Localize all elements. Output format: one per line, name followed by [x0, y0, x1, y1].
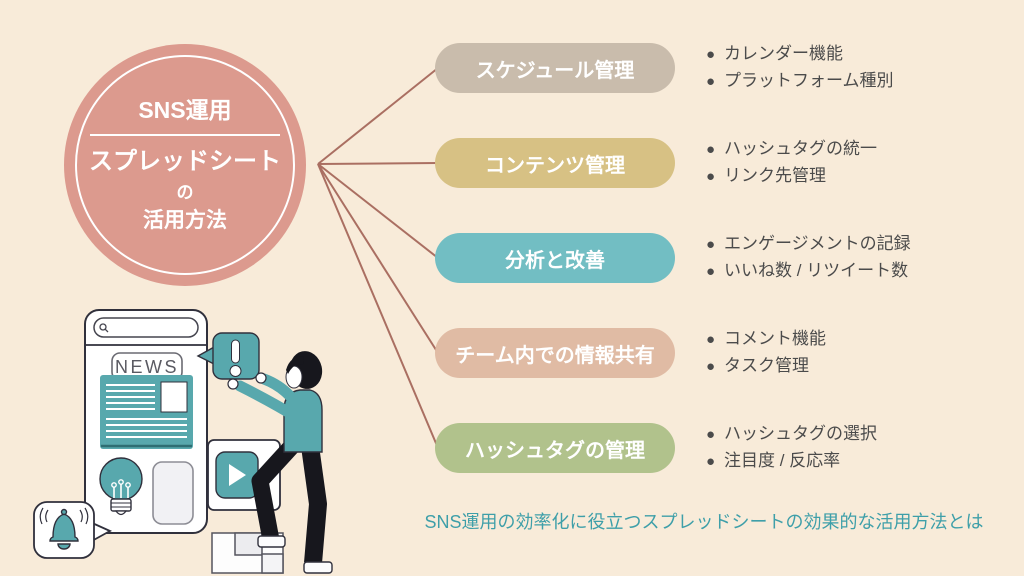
person-arm: [234, 380, 304, 424]
smartphone-illustration: NEWS: [33, 309, 333, 574]
person-hand: [255, 372, 267, 384]
bullet-icon: ●: [706, 263, 716, 280]
search-icon: [99, 323, 109, 333]
circle-subtitle2: 活用方法: [143, 209, 227, 233]
list-item: ●コメント機能: [706, 326, 1016, 353]
play-icon: [229, 464, 246, 486]
list-item: ●ハッシュタグの選択: [706, 421, 1016, 448]
bullet-group-analysis: ●エンゲージメントの記録 ●いいね数 / リツイート数: [706, 232, 1016, 284]
connector-line: [317, 67, 439, 165]
search-bar: [93, 317, 199, 338]
news-label: NEWS: [115, 357, 179, 377]
pill-hashtag-management: ハッシュタグの管理: [435, 423, 675, 473]
list-item: ●タスク管理: [706, 353, 1016, 380]
bullet-icon: ●: [706, 426, 716, 443]
news-card: [100, 375, 193, 449]
image-placeholder: [160, 381, 188, 413]
person-head: [285, 351, 323, 389]
person-hand: [227, 378, 239, 390]
person-arm: [258, 373, 308, 418]
bullet-icon: ●: [706, 358, 716, 375]
bullet-group-schedule: ●カレンダー機能 ●プラットフォーム種別: [706, 42, 1016, 94]
connector-line: [317, 163, 439, 354]
pill-team-info-sharing: チーム内での情報共有: [435, 328, 675, 378]
list-item: ●注目度 / 反応率: [706, 448, 1016, 475]
list-item: ●プラットフォーム種別: [706, 68, 1016, 95]
circle-subtitle: スプレッドシート: [89, 148, 281, 176]
person-shoe: [303, 561, 333, 574]
text-lines: [106, 384, 187, 438]
person-leg: [251, 440, 299, 542]
circle-title: SNS運用: [138, 96, 232, 123]
pill-analysis-improvement: 分析と改善: [435, 233, 675, 283]
bullet-icon: ●: [706, 168, 716, 185]
pill-content-management: コンテンツ管理: [435, 138, 675, 188]
person-figure: [227, 351, 333, 574]
bullet-icon: ●: [706, 46, 716, 63]
bullet-icon: ●: [706, 331, 716, 348]
connector-line: [317, 162, 439, 165]
footer-caption: SNS運用の効率化に役立つスプレッドシートの効果的な活用方法とは: [424, 512, 984, 532]
bullet-group-content: ●ハッシュタグの統一 ●リンク先管理: [706, 137, 1016, 189]
list-item: ●ハッシュタグの統一: [706, 136, 1016, 163]
bullet-icon: ●: [706, 453, 716, 470]
alert-bubble: [196, 332, 260, 380]
content-placeholder: [152, 461, 194, 525]
bullet-icon: ●: [706, 141, 716, 158]
exclamation-icon: [229, 339, 242, 377]
bullet-group-hashtag: ●ハッシュタグの選択 ●注目度 / 反応率: [706, 422, 1016, 474]
connector-line: [317, 163, 439, 449]
person-shoe: [257, 535, 286, 548]
bullet-group-team: ●コメント機能 ●タスク管理: [706, 327, 1016, 379]
pill-schedule-management: スケジュール管理: [435, 43, 675, 93]
list-item: ●カレンダー機能: [706, 41, 1016, 68]
steps-boxes: [211, 532, 284, 574]
connector-line: [317, 163, 439, 259]
phone-frame: NEWS: [84, 309, 208, 534]
person-leg: [301, 444, 327, 564]
main-topic-circle: SNS運用 スプレッドシート の 活用方法: [64, 44, 306, 286]
bell-icon: [39, 507, 89, 550]
list-item: ●いいね数 / リツイート数: [706, 258, 1016, 285]
lightbulb-icon: [99, 457, 143, 516]
circle-divider: [90, 133, 280, 137]
list-item: ●リンク先管理: [706, 163, 1016, 190]
list-item: ●エンゲージメントの記録: [706, 231, 1016, 258]
circle-particle: の: [176, 183, 194, 203]
bullet-icon: ●: [706, 73, 716, 90]
bullet-icon: ●: [706, 236, 716, 253]
notification-bubble: [33, 501, 113, 559]
